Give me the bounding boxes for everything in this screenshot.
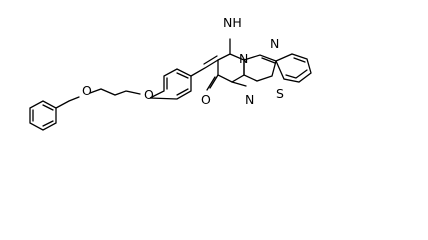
atom-label-n4: N bbox=[239, 51, 248, 66]
chemical-structure: NH N N S N O O O bbox=[29, 15, 312, 131]
atom-label-n8: N bbox=[245, 92, 254, 107]
atom-label-carbonyl-o: O bbox=[201, 92, 211, 107]
thiadiazole-ring bbox=[243, 54, 277, 82]
pyrimidine-carbonyl bbox=[206, 74, 247, 91]
phenoxy-oxygen-bonds bbox=[55, 96, 80, 109]
benzylidene-linker bbox=[190, 59, 219, 77]
atom-label-ether-o2: O bbox=[144, 87, 154, 102]
atom-label-ether-o1: O bbox=[82, 83, 92, 98]
atom-label-n3: N bbox=[270, 36, 279, 51]
phenyl-right-ring bbox=[275, 53, 312, 83]
exocyclic-double-bond bbox=[203, 55, 218, 65]
ethylene-linker-bonds bbox=[89, 88, 141, 96]
atom-label-s1: S bbox=[276, 86, 284, 101]
bonds bbox=[29, 38, 312, 131]
phenyl-left-ring bbox=[29, 100, 57, 131]
para-phenylene-ring bbox=[149, 68, 192, 100]
atom-label-imine: NH bbox=[223, 15, 242, 30]
